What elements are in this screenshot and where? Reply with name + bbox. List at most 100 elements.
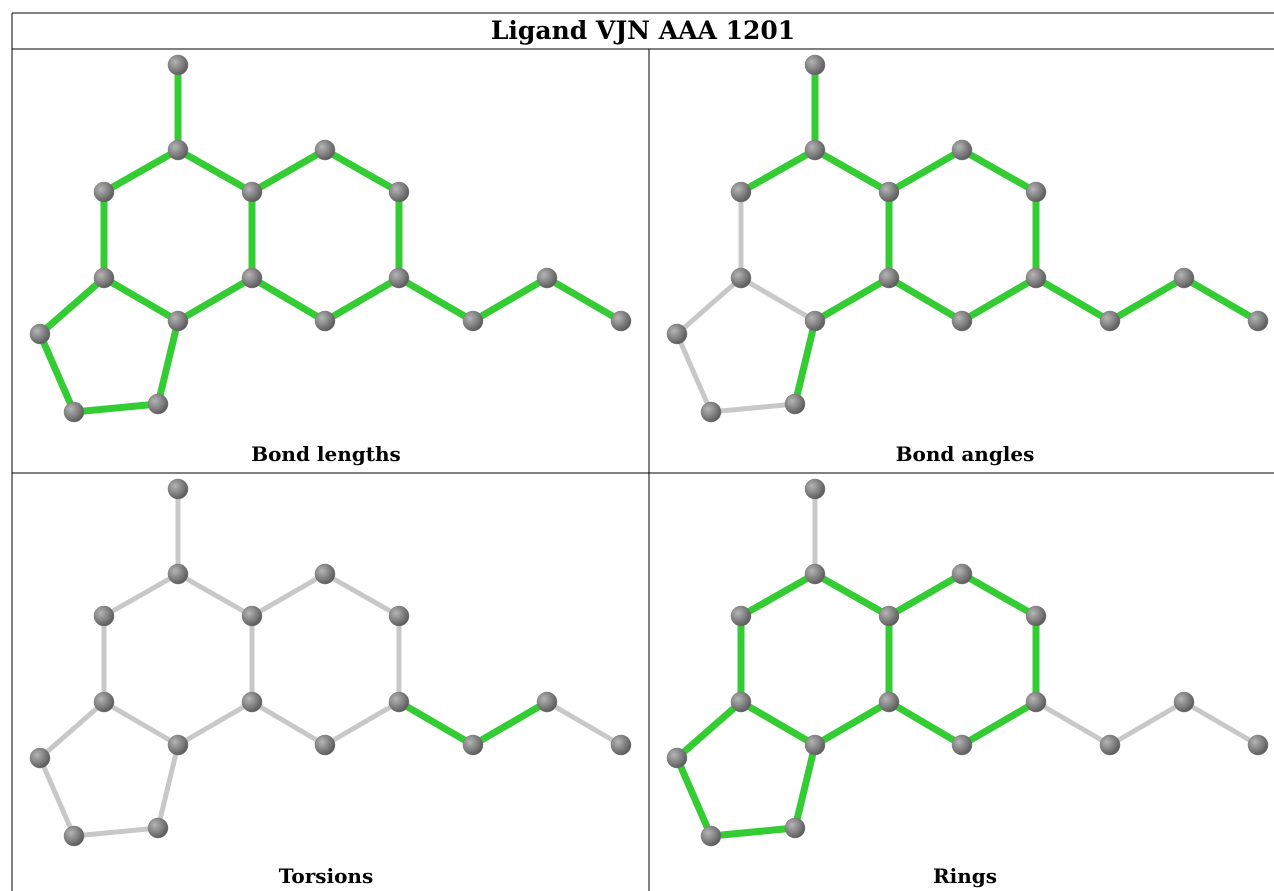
caption-rings: Rings	[932, 864, 997, 888]
bond-a16-a4-highlighted	[154, 317, 182, 408]
bond-a16-a4	[155, 742, 181, 831]
figure-title: Ligand VJN AAA 1201	[490, 16, 796, 45]
bond-a9-a10-highlighted	[321, 274, 403, 325]
atom-a10	[314, 734, 336, 756]
bond-a14-a15	[37, 755, 77, 839]
atom-a1	[804, 139, 826, 161]
atom-a3	[878, 267, 900, 289]
atom-a16	[784, 393, 806, 415]
atom-a15	[700, 825, 722, 847]
atom-a1	[167, 563, 189, 585]
bond-a2-a7-highlighted	[885, 570, 966, 620]
bond-a9-a11-highlighted	[1032, 274, 1114, 325]
bond-a2-a7-highlighted	[248, 146, 329, 196]
atom-a9	[1025, 267, 1047, 289]
atom-a0	[167, 478, 189, 500]
bond-a4-a5	[738, 275, 818, 324]
bond-a3-a4-highlighted	[811, 698, 893, 749]
caption-torsions: Torsions	[278, 864, 374, 888]
atom-a0	[167, 54, 189, 76]
bond-a10-a3-highlighted	[885, 274, 966, 325]
atom-a15	[63, 825, 85, 847]
atom-a10	[314, 310, 336, 332]
bond-a9-a11	[1033, 699, 1113, 748]
bond-a12-a13-highlighted	[543, 274, 625, 325]
atom-a1	[804, 563, 826, 585]
bond-a14-a15-highlighted	[673, 754, 715, 840]
bond-a9-a10-highlighted	[958, 274, 1040, 325]
atom-a8	[388, 605, 410, 627]
bond-a6-a1-highlighted	[100, 146, 182, 196]
atom-a7	[951, 139, 973, 161]
bond-a10-a3	[249, 699, 328, 748]
atom-a13	[610, 310, 632, 332]
atom-a10	[951, 734, 973, 756]
atom-a14	[666, 323, 688, 345]
bond-a9-a10	[322, 699, 402, 748]
bond-a4-a5-highlighted	[737, 698, 819, 749]
caption-bond-angles: Bond angles	[895, 442, 1035, 466]
atom-a12	[536, 267, 558, 289]
atom-a5	[93, 691, 115, 713]
atom-a4	[804, 310, 826, 332]
atom-a7	[314, 563, 336, 585]
bond-a16-a4-highlighted	[791, 741, 819, 832]
atom-a13	[1247, 310, 1269, 332]
atom-a7	[951, 563, 973, 585]
atom-a12	[536, 691, 558, 713]
bond-a15-a16-highlighted	[70, 400, 162, 416]
atom-a11	[1099, 310, 1121, 332]
bond-a11-a12-highlighted	[469, 698, 551, 749]
bond-a1-a2-highlighted	[811, 570, 893, 620]
atom-a16	[147, 817, 169, 839]
bond-a11-a12	[1107, 699, 1187, 748]
atom-a3	[241, 691, 263, 713]
bond-a14-a15	[674, 331, 714, 415]
panel-rings	[666, 478, 1269, 847]
atom-a9	[388, 267, 410, 289]
bond-a9-a10-highlighted	[958, 698, 1040, 749]
bond-a1-a2-highlighted	[174, 146, 256, 196]
bond-a6-a1-highlighted	[737, 570, 819, 620]
bond-a4-a5	[101, 699, 181, 748]
bond-a9-a11-highlighted	[395, 698, 477, 749]
bond-a5-a14-highlighted	[673, 698, 745, 762]
atom-a4	[804, 734, 826, 756]
atom-a6	[730, 181, 752, 203]
bond-a5-a14	[674, 275, 744, 337]
bond-a11-a12-highlighted	[469, 274, 551, 325]
bond-a12-a13	[544, 699, 624, 748]
bond-a3-a4-highlighted	[174, 274, 256, 325]
atom-a0	[804, 478, 826, 500]
atom-a11	[1099, 734, 1121, 756]
bond-a2-a7	[249, 571, 328, 619]
atom-a4	[167, 310, 189, 332]
atom-a2	[241, 605, 263, 627]
atom-a2	[241, 181, 263, 203]
atom-a15	[63, 401, 85, 423]
atom-a8	[388, 181, 410, 203]
atom-a12	[1173, 691, 1195, 713]
bond-a6-a1	[101, 571, 181, 619]
bond-a2-a7-highlighted	[885, 146, 966, 196]
bond-a7-a8	[322, 571, 402, 619]
bond-a4-a5-highlighted	[100, 274, 182, 325]
atom-a15	[700, 401, 722, 423]
atom-a9	[1025, 691, 1047, 713]
atom-a14	[29, 323, 51, 345]
atom-a1	[167, 139, 189, 161]
atom-a0	[804, 54, 826, 76]
atom-a9	[388, 691, 410, 713]
atom-a2	[878, 605, 900, 627]
atom-a4	[167, 734, 189, 756]
bond-a12-a13	[1181, 699, 1261, 748]
atom-a6	[93, 181, 115, 203]
bond-a3-a4-highlighted	[811, 274, 893, 325]
atom-a6	[730, 605, 752, 627]
atom-a12	[1173, 267, 1195, 289]
atom-a14	[29, 747, 51, 769]
atom-a3	[878, 691, 900, 713]
panel-bond-lengths	[29, 54, 632, 423]
